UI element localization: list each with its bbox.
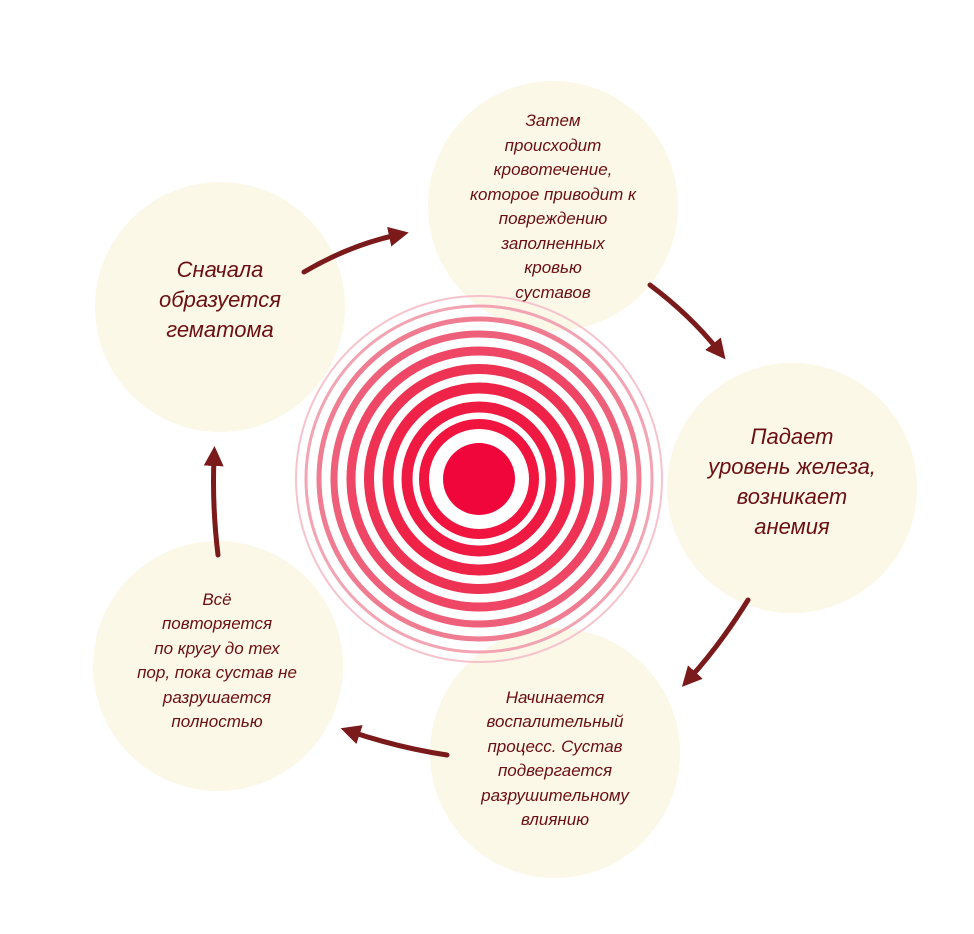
step-4-circle: [430, 628, 680, 878]
arrow-step4-to-step5: [340, 725, 450, 758]
step-3-circle: [667, 363, 917, 613]
step-4-text: Начинается воспалительный процесс. Суста…: [481, 687, 629, 830]
target-ring-8: [316, 316, 642, 642]
target-core: [443, 443, 515, 515]
target-ring-5: [364, 364, 594, 594]
concentric-target-icon: [295, 295, 663, 663]
step-5-circle: [93, 541, 343, 791]
arrow-step5-to-step1: [203, 446, 224, 558]
step-2-circle: [428, 81, 678, 331]
arrow-step2-to-step3: [647, 282, 726, 360]
step-1-circle: [95, 182, 345, 432]
target-ring-3: [401, 401, 557, 557]
target-ring-6: [346, 346, 612, 612]
target-ring-7: [330, 330, 628, 628]
step-2-text: Затем происходит кровотечение, которое п…: [470, 111, 636, 302]
step-3-text: Падает уровень железа, возникает анемия: [708, 424, 876, 539]
step-1-text: Сначала образуется гематома: [159, 257, 281, 342]
target-ring-9: [304, 304, 654, 654]
arrow-step1-to-step2: [301, 226, 409, 275]
target-ring-10: [295, 295, 663, 663]
target-ring-2: [419, 419, 539, 539]
arrow-step3-to-step4: [681, 597, 751, 687]
target-ring-4: [382, 382, 576, 576]
step-5-text: Всё повторяется по кругу до тех пор, пок…: [137, 589, 297, 732]
